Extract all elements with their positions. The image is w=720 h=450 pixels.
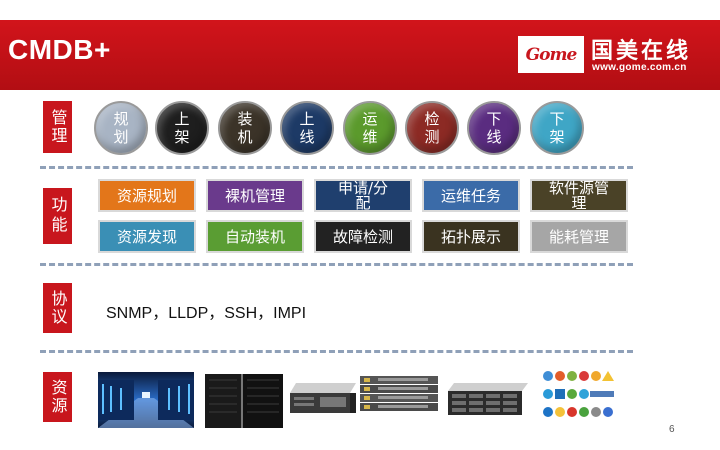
management-step-char: 线 — [486, 128, 502, 146]
function-box-row1-2: 申请/分配 — [314, 179, 412, 212]
management-step-char: 运 — [362, 110, 378, 128]
management-step-char: 维 — [362, 128, 378, 146]
linux-distro-icons — [543, 371, 614, 417]
function-label: 软件源管理 — [549, 178, 610, 212]
function-label: 资源规划 — [116, 186, 177, 205]
management-step-5: 检测 — [405, 101, 459, 155]
category-label: 管理 — [48, 109, 68, 145]
header-bar: CMDB+ — [0, 20, 720, 90]
management-step-char: 架 — [549, 128, 565, 146]
os-logos-image — [543, 371, 614, 417]
management-step-char: 下 — [549, 110, 565, 128]
function-label: 裸机管理 — [224, 186, 285, 205]
management-step-char: 测 — [424, 128, 440, 146]
function-box-row1-4: 软件源管理 — [530, 179, 628, 212]
switch-stack-image — [360, 376, 438, 411]
management-step-4: 运维 — [343, 101, 397, 155]
function-label: 申请/分配 — [337, 178, 389, 212]
separator-2 — [40, 263, 633, 266]
management-step-char: 上 — [299, 110, 315, 128]
category-label: 功能 — [48, 196, 68, 236]
function-label: 资源发现 — [116, 227, 177, 246]
function-label: 自动装机 — [224, 227, 285, 246]
management-step-char: 装 — [237, 110, 253, 128]
page-number: 6 — [669, 424, 675, 435]
management-step-char: 上 — [174, 110, 190, 128]
management-step-6: 下线 — [467, 101, 521, 155]
function-box-row2-1: 自动装机 — [206, 220, 304, 253]
management-step-char: 架 — [174, 128, 190, 146]
management-step-char: 规 — [113, 110, 129, 128]
rack-server-image — [290, 383, 356, 413]
function-box-row2-4: 能耗管理 — [530, 220, 628, 253]
separator-1 — [40, 166, 633, 169]
management-step-0: 规划 — [94, 101, 148, 155]
function-label: 能耗管理 — [548, 227, 609, 246]
management-step-1: 上架 — [155, 101, 209, 155]
function-box-row2-3: 拓扑展示 — [422, 220, 520, 253]
slide-title: CMDB+ — [8, 34, 111, 65]
separator-3 — [40, 350, 633, 353]
logo-cn-text: 国美在线 — [591, 39, 692, 64]
function-box-row1-1: 裸机管理 — [206, 179, 304, 212]
management-step-char: 检 — [424, 110, 440, 128]
function-label: 故障检测 — [332, 227, 393, 246]
category-function: 功能 — [43, 188, 72, 244]
gome-logo: Gome — [518, 36, 584, 73]
category-label: 协议 — [48, 290, 68, 326]
management-step-char: 划 — [113, 128, 129, 146]
category-label: 资源 — [48, 379, 68, 415]
management-step-3: 上线 — [280, 101, 334, 155]
function-box-row2-0: 资源发现 — [98, 220, 196, 253]
function-box-row2-2: 故障检测 — [314, 220, 412, 253]
category-management: 管理 — [43, 101, 72, 153]
function-box-row1-3: 运维任务 — [422, 179, 520, 212]
category-resource: 资源 — [43, 372, 72, 422]
management-step-char: 线 — [299, 128, 315, 146]
category-protocol: 协议 — [43, 283, 72, 333]
management-step-char: 机 — [237, 128, 253, 146]
protocol-list: SNMP，LLDP，SSH，IMPI — [106, 305, 307, 322]
function-label: 运维任务 — [440, 186, 501, 205]
logo-script-text: Gome — [525, 44, 578, 65]
server-rack-image — [205, 374, 283, 428]
logo-url: www.gome.com.cn — [592, 62, 687, 73]
management-step-7: 下架 — [530, 101, 584, 155]
storage-array-image — [448, 383, 528, 415]
datacenter-image — [98, 372, 194, 428]
management-step-2: 装机 — [218, 101, 272, 155]
function-label: 拓扑展示 — [440, 227, 501, 246]
management-step-char: 下 — [486, 110, 502, 128]
function-box-row1-0: 资源规划 — [98, 179, 196, 212]
